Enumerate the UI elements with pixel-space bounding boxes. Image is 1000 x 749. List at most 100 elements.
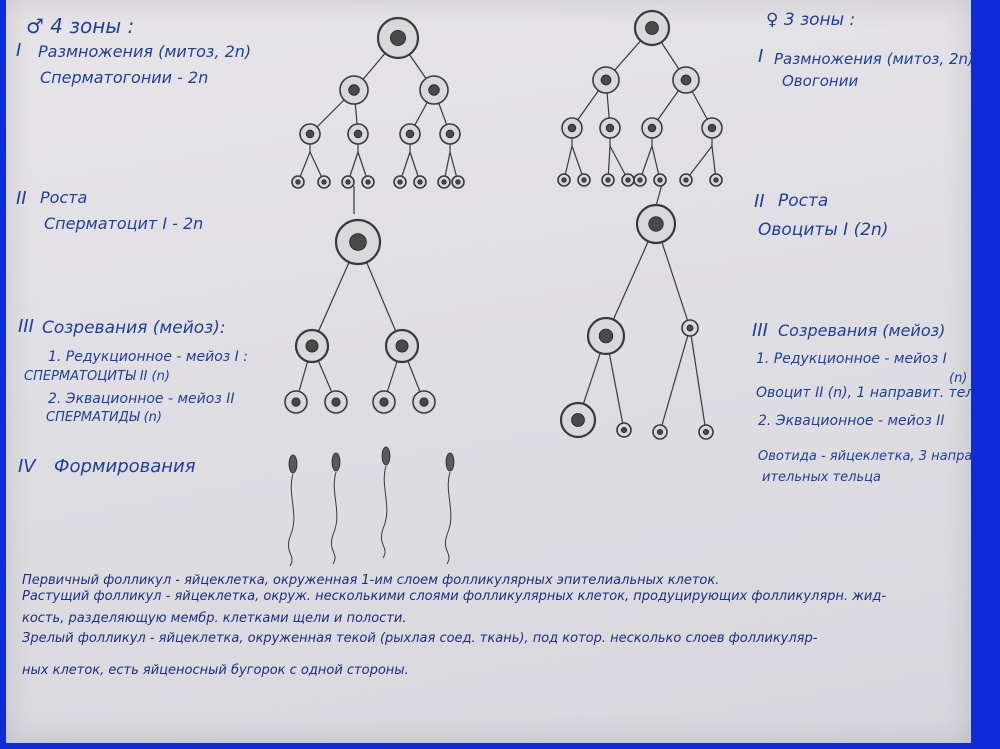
male-zone3-reduction: 1. Редукционное - мейоз I :	[48, 349, 248, 365]
cell-nucleus	[419, 397, 429, 407]
oogonium-cell	[599, 117, 621, 139]
cell-nucleus	[625, 177, 631, 183]
female-zone1-numeral: I	[758, 46, 764, 67]
spermatocyte-1-cell	[334, 218, 382, 266]
oogonium-cell	[561, 117, 583, 139]
spermatozoon-tail	[287, 473, 295, 567]
oogonium-cell	[633, 173, 647, 187]
spermatid-cell	[372, 390, 396, 414]
cell-nucleus	[395, 339, 409, 353]
cell-nucleus	[417, 179, 423, 185]
spermatocyte-2-cell	[384, 328, 420, 364]
male-zone3-spermatids: СПЕРМАТИДЫ (n)	[46, 410, 162, 425]
male-zone2-subtitle: Сперматоцит I - 2n	[44, 214, 204, 233]
cell-nucleus	[598, 328, 614, 344]
spermatogonium-cell	[361, 175, 375, 189]
cell-nucleus	[561, 177, 567, 183]
meiosis-branch	[605, 223, 657, 337]
cell-nucleus	[571, 413, 585, 427]
growth-arrow	[655, 183, 663, 207]
male-zone2-title: Роста	[40, 188, 88, 207]
oogonium-cell	[709, 173, 723, 187]
diagram-cells	[284, 9, 723, 440]
gametogenesis-diagram	[284, 9, 723, 567]
ovocyte-1-cell	[635, 203, 677, 245]
polar-body-cell	[616, 422, 632, 438]
spermatogonium-cell	[393, 175, 407, 189]
polar-body-cell	[698, 424, 714, 440]
female-zone3-ovocyte2-ploidy: (n)	[949, 371, 968, 386]
female-zone2-title: Роста	[778, 191, 829, 211]
cell-nucleus	[397, 179, 403, 185]
mitosis-branch	[685, 145, 713, 181]
cell-nucleus	[331, 397, 341, 407]
cell-nucleus	[305, 339, 319, 353]
cell-nucleus	[605, 177, 611, 183]
male-zone1-subtitle: Сперматогонии - 2n	[40, 68, 209, 87]
spermatogonium-cell	[399, 123, 421, 145]
notebook-page: ♂ 4 зоны : I Размножения (митоз, 2n) Спе…	[6, 0, 971, 743]
female-zone3-reduction: 1. Редукционное - мейоз I	[756, 351, 947, 367]
male-zone3-title: Созревания (мейоз):	[42, 318, 226, 338]
spermatid-cell	[412, 390, 436, 414]
cell-nucleus	[567, 123, 577, 133]
female-zone1-subtitle: Овогонии	[782, 72, 859, 90]
male-zones-header: ♂ 4 зоны :	[26, 14, 135, 38]
cell-nucleus	[637, 177, 643, 183]
cell-nucleus	[428, 84, 440, 96]
spermatozoon-head	[288, 454, 298, 474]
spermatogonium-cell	[413, 175, 427, 189]
spermatogonium-cell	[439, 123, 461, 145]
oogonium-cell	[592, 66, 620, 94]
oogonium-cell	[633, 9, 671, 47]
spermatozoon-head	[381, 446, 391, 466]
spermatogonium-cell	[451, 175, 465, 189]
ovocyte-2-cell	[586, 316, 626, 356]
spermatogonium-cell	[419, 75, 449, 105]
oogonium-cell	[641, 117, 663, 139]
note-growing-follicle-cont: кость, разделяющую мембр. клетками щели …	[22, 611, 407, 626]
spermatozoon-tail	[380, 465, 388, 559]
spermatozoon-tail	[444, 471, 452, 565]
cell-nucleus	[581, 177, 587, 183]
male-zone2-numeral: II	[16, 188, 27, 209]
male-zone1-title: Размножения (митоз, 2n)	[38, 42, 252, 61]
female-zone3-ovocyte2: Овоцит II (n), 1 направит. тельце	[756, 385, 971, 401]
female-zone2-subtitle: Овоциты I (2n)	[758, 220, 889, 240]
note-primary-follicle: Первичный фолликул - яйцеклетка, окружен…	[22, 573, 720, 588]
cell-nucleus	[405, 129, 415, 139]
cell-nucleus	[647, 123, 657, 133]
cell-nucleus	[648, 216, 664, 232]
oogonium-cell	[679, 173, 693, 187]
spermatogonium-cell	[341, 175, 355, 189]
spermatocyte-2-cell	[294, 328, 330, 364]
note-growing-follicle: Растущий фолликул - яйцеклетка, окруж. н…	[22, 589, 887, 604]
male-zone4-numeral: IV	[18, 456, 36, 477]
female-zone3-numeral: III	[752, 320, 768, 341]
cell-nucleus	[657, 177, 663, 183]
cell-nucleus	[645, 21, 659, 35]
spermatogonium-cell	[376, 16, 420, 60]
oogonium-cell	[653, 173, 667, 187]
spermatozoon-head	[445, 452, 455, 472]
cell-nucleus	[713, 177, 719, 183]
cell-nucleus	[305, 129, 315, 139]
cell-nucleus	[349, 233, 367, 251]
spermatogonium-cell	[317, 175, 331, 189]
cell-nucleus	[389, 29, 406, 46]
polar-body-cell	[681, 319, 699, 337]
cell-nucleus	[348, 84, 360, 96]
cell-nucleus	[455, 179, 461, 185]
cell-nucleus	[702, 428, 710, 436]
spermatozoon-head	[331, 452, 341, 472]
male-zone4-title: Формирования	[54, 456, 196, 477]
oogonium-cell	[557, 173, 571, 187]
cell-nucleus	[445, 129, 455, 139]
cell-nucleus	[345, 179, 351, 185]
polar-body-cell	[652, 424, 668, 440]
spermatogonium-cell	[299, 123, 321, 145]
cell-nucleus	[656, 428, 664, 436]
spermatogonium-cell	[339, 75, 369, 105]
spermatogonium-cell	[347, 123, 369, 145]
cell-nucleus	[680, 74, 692, 86]
